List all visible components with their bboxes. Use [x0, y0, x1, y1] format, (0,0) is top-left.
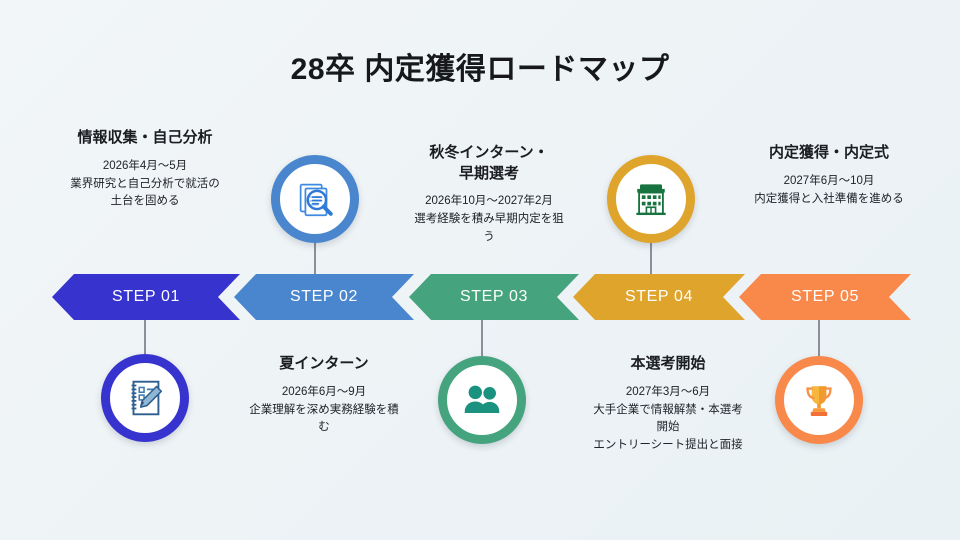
step-heading: 情報収集・自己分析 — [77, 129, 213, 146]
step-heading: 本選考開始 — [630, 355, 706, 372]
document-search-icon — [299, 183, 333, 217]
step-icon-step-03[interactable] — [438, 356, 526, 444]
step-banner-label: STEP 02 — [290, 288, 358, 305]
step-text-step-04: 本選考開始 2027年3月〜6月 大手企業で情報解禁・本選考 開始 エントリーシ… — [563, 354, 773, 455]
step-banner-label: STEP 01 — [112, 288, 180, 305]
step-detail-line: 選考経験を積み早期内定を狙 — [414, 213, 564, 226]
step-icon-step-01[interactable] — [101, 354, 189, 442]
step-icon-step-04[interactable] — [607, 155, 695, 243]
connector-step-03 — [481, 318, 483, 356]
step-period: 2026年6月〜9月 — [281, 385, 367, 398]
step-heading: 秋冬インターン・ 早期選考 — [429, 144, 549, 182]
step-period: 2027年3月〜6月 — [625, 385, 711, 398]
notebook-pencil-icon — [131, 380, 163, 416]
step-detail-line: 土台を固める — [110, 195, 180, 208]
step-detail-line: 大手企業で情報解禁・本選考 — [593, 403, 743, 416]
connector-step-02 — [314, 243, 316, 275]
step-text-step-03: 秋冬インターン・ 早期選考 2026年10月〜2027年2月 選考経験を積み早期… — [385, 143, 593, 247]
two-people-icon — [464, 385, 500, 413]
step-heading: 内定獲得・内定式 — [768, 144, 889, 161]
step-text-step-05: 内定獲得・内定式 2027年6月〜10月 内定獲得と入社準備を進める — [713, 143, 945, 208]
step-banner-step-05[interactable]: STEP 05 — [739, 274, 911, 320]
step-period: 2027年6月〜10月 — [783, 174, 875, 187]
step-detail-line: 内定獲得と入社準備を進める — [754, 192, 904, 205]
connector-step-04 — [650, 243, 652, 275]
step-detail-line: エントリーシート提出と面接 — [593, 439, 743, 452]
step-banner-label: STEP 05 — [791, 288, 859, 305]
trophy-icon — [806, 386, 832, 417]
step-text-step-02: 夏インターン 2026年6月〜9月 企業理解を深め実務経験を積 む — [215, 354, 433, 437]
step-banner-step-02[interactable]: STEP 02 — [234, 274, 414, 320]
office-building-icon — [636, 184, 666, 216]
page-title: 28卒 内定獲得ロードマップ — [290, 53, 670, 86]
step-detail-line: 開始 — [656, 421, 680, 434]
step-detail-line: 企業理解を深め実務経験を積 — [249, 403, 399, 416]
step-period: 2026年10月〜2027年2月 — [425, 195, 553, 208]
step-banner-step-03[interactable]: STEP 03 — [409, 274, 579, 320]
step-banner-label: STEP 04 — [625, 288, 693, 305]
step-icon-step-05[interactable] — [775, 356, 863, 444]
step-icon-step-02[interactable] — [271, 155, 359, 243]
connector-step-05 — [818, 318, 820, 356]
connector-step-01 — [144, 318, 146, 354]
step-detail-line: む — [318, 421, 330, 434]
step-banner-step-04[interactable]: STEP 04 — [573, 274, 745, 320]
step-detail-line: 業界研究と自己分析で就活の — [70, 177, 220, 190]
step-banner-step-01[interactable]: STEP 01 — [52, 274, 240, 320]
step-period: 2026年4月〜5月 — [102, 159, 188, 172]
step-heading: 夏インターン — [279, 355, 369, 372]
step-banner-label: STEP 03 — [460, 288, 528, 305]
step-detail-line: う — [483, 231, 495, 243]
step-text-step-01: 情報収集・自己分析 2026年4月〜5月 業界研究と自己分析で就活の 土台を固め… — [32, 128, 258, 211]
